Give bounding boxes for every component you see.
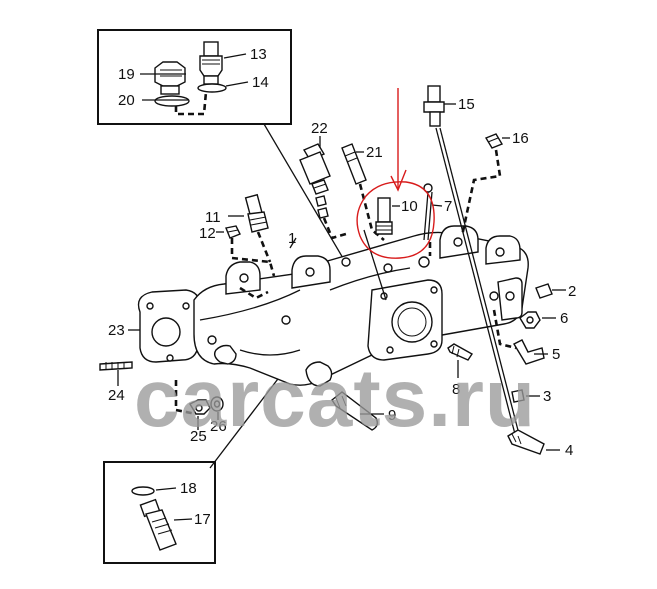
- callout-8: 8: [452, 381, 460, 398]
- part-10-sensor: [375, 197, 393, 235]
- callout-22: 22: [311, 120, 328, 137]
- part-7-clamp: [423, 183, 433, 241]
- callout-19: 19: [118, 66, 135, 83]
- part-22-sensor: [299, 143, 331, 219]
- part-5-elbow: [513, 339, 545, 365]
- red-annotation: [356, 88, 435, 259]
- part-21-pipe: [341, 143, 367, 185]
- callout-5: 5: [552, 346, 560, 363]
- part-15-banjo: [423, 85, 445, 127]
- part-4-pipe-end: [507, 429, 545, 455]
- callout-3: 3: [543, 388, 551, 405]
- callout-21: 21: [366, 144, 383, 161]
- callout-13: 13: [250, 46, 267, 63]
- part-8-stud: [447, 343, 474, 361]
- part-9-sleeve: [331, 391, 379, 431]
- callout-1: 1: [288, 230, 296, 247]
- callout-7: 7: [444, 198, 452, 215]
- callout-26: 26: [210, 418, 227, 435]
- callout-labels: 1 2 3 4 5 6 7 8 9 10 11 12 13 14 15 16 1…: [108, 46, 576, 528]
- callout-6: 6: [560, 310, 568, 327]
- callout-25: 25: [190, 428, 207, 445]
- part-17-sensor: [139, 498, 177, 551]
- part-18-washer: [131, 486, 155, 496]
- part-13-adapter: [199, 41, 223, 85]
- callout-20: 20: [118, 92, 135, 109]
- part-24-stud: [99, 361, 133, 371]
- part-11-stud: [244, 193, 269, 233]
- callout-11: 11: [205, 209, 221, 226]
- part-2-bolt: [535, 283, 553, 299]
- inset-top-left: [97, 29, 292, 125]
- part-20-washer: [154, 95, 190, 107]
- callout-23: 23: [108, 322, 125, 339]
- callout-16: 16: [512, 130, 529, 147]
- callout-24: 24: [108, 387, 125, 404]
- callout-2: 2: [568, 283, 576, 300]
- part-14-washer: [197, 83, 227, 93]
- part-1-exhaust-manifold: [137, 225, 529, 387]
- part-6-nut: [519, 311, 541, 329]
- watermark-text: carcats.ru: [134, 353, 536, 444]
- callout-15: 15: [458, 96, 475, 113]
- callout-4: 4: [565, 442, 573, 459]
- part-12-nut: [225, 225, 241, 239]
- callout-18: 18: [180, 480, 197, 497]
- callout-14: 14: [252, 74, 269, 91]
- callout-17: 17: [194, 511, 211, 528]
- part-16-fitting: [484, 133, 504, 149]
- callout-9: 9: [388, 407, 396, 424]
- part-26-washer: [210, 396, 224, 412]
- callout-10: 10: [401, 198, 418, 215]
- inset-bottom-left: [103, 461, 216, 564]
- callout-12: 12: [199, 225, 216, 242]
- part-25-nut: [189, 399, 211, 415]
- part-3-clip: [511, 389, 525, 403]
